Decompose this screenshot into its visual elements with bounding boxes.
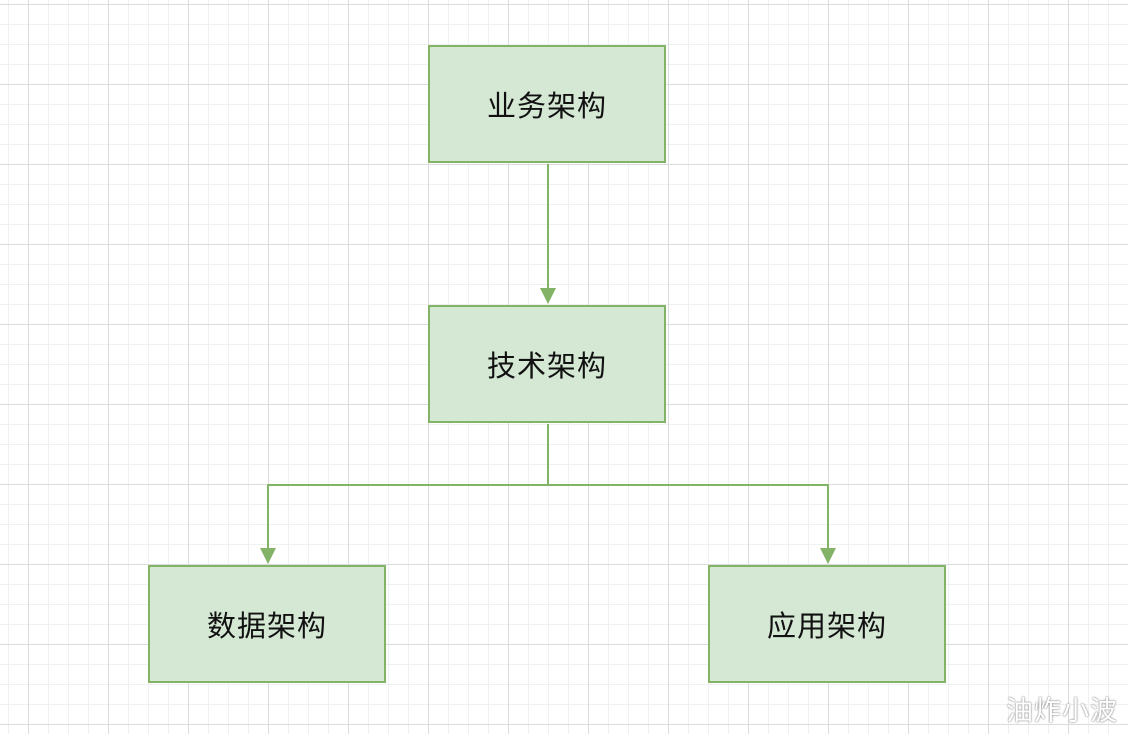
node-technical-architecture[interactable]: 技术架构 xyxy=(428,305,666,423)
node-business-architecture[interactable]: 业务架构 xyxy=(428,45,666,163)
watermark: 油炸小波 xyxy=(1006,696,1118,727)
node-label: 应用架构 xyxy=(766,609,887,643)
arrowhead-data xyxy=(260,548,276,564)
node-data-architecture[interactable]: 数据架构 xyxy=(148,565,386,683)
arrowhead-tech xyxy=(540,288,556,304)
node-label: 业务架构 xyxy=(486,89,607,123)
node-label: 数据架构 xyxy=(206,609,327,643)
arrowhead-app xyxy=(820,548,836,564)
node-label: 技术架构 xyxy=(486,349,607,383)
node-application-architecture[interactable]: 应用架构 xyxy=(708,565,946,683)
